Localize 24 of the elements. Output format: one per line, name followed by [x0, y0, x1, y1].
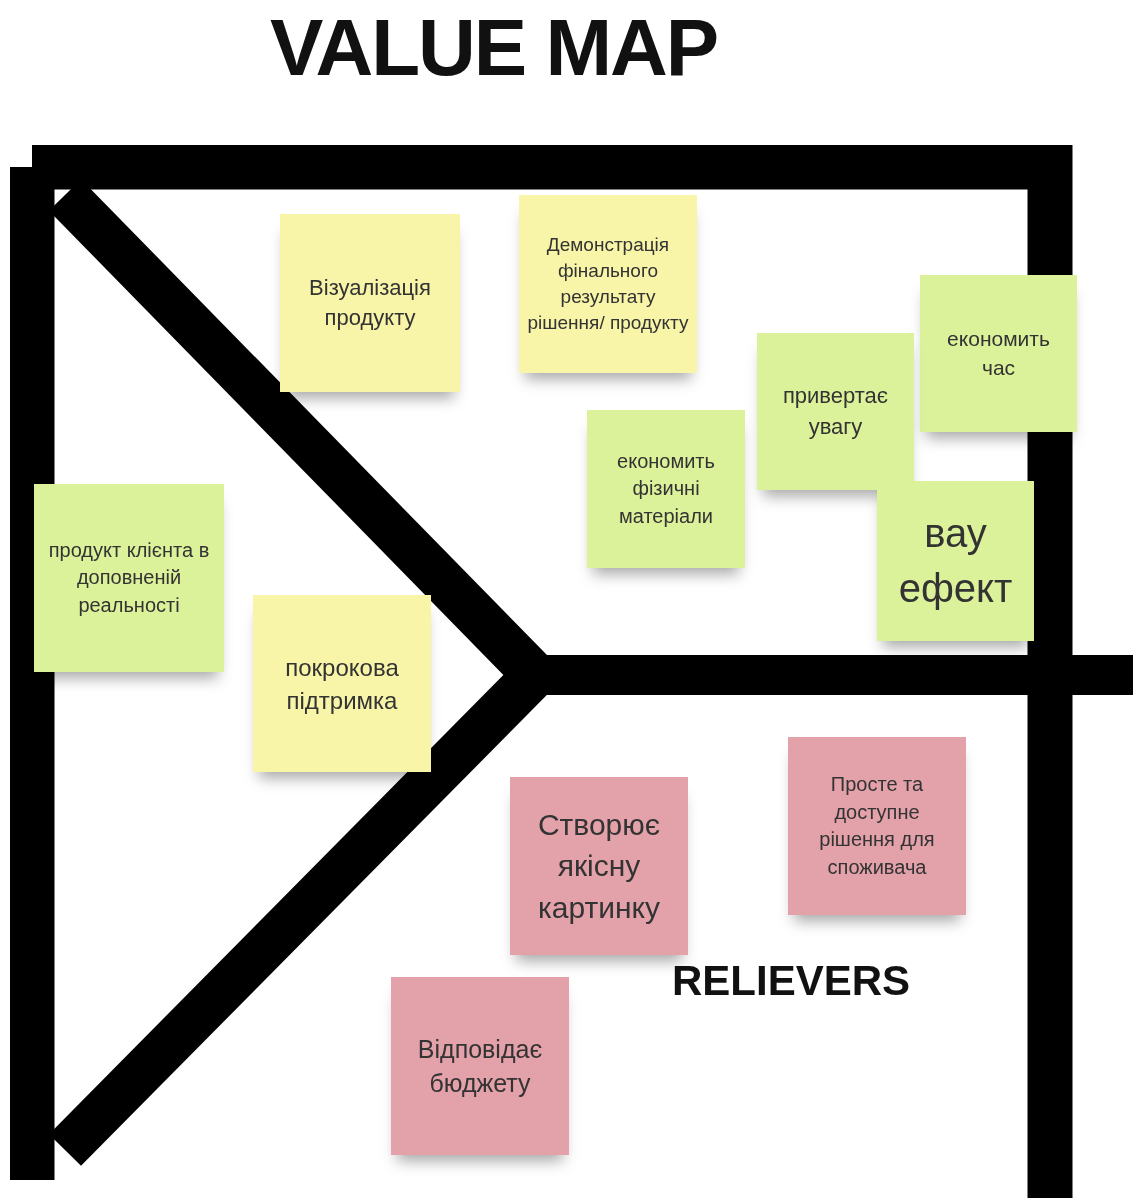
note-text: економить час [946, 325, 1051, 381]
note-text: продукт клієнта в доповненій реальності [47, 537, 211, 618]
note-text: Відповідає бюджету [416, 1033, 544, 1099]
sticky-note [757, 333, 914, 490]
sticky-note [587, 410, 745, 568]
note-text: економить фізичні матеріали [616, 448, 716, 529]
note-text: привертає увагу [781, 382, 890, 441]
sticky-note [920, 275, 1077, 432]
sticky-note [510, 777, 688, 955]
note-text: вау ефект [897, 510, 1014, 612]
note-text: Створює якісну картинку [536, 807, 662, 926]
section-heading: RELIEVERS [672, 960, 911, 1002]
sticky-note [280, 214, 460, 392]
title: VALUE MAP [270, 8, 718, 88]
sticky-note [519, 195, 697, 373]
note-text: Демонстрація фінального результату рішення/ продукту [527, 232, 689, 336]
sticky-note [788, 737, 966, 915]
sticky-note [391, 977, 569, 1155]
sticky-note [877, 481, 1034, 641]
sticky-note [34, 484, 224, 672]
note-text: покрокова підтримка [284, 652, 400, 716]
note-text: Візуалізація продукту [308, 273, 432, 332]
sticky-note [253, 595, 431, 772]
note-text: Просте та доступне рішення для споживача [818, 772, 936, 880]
